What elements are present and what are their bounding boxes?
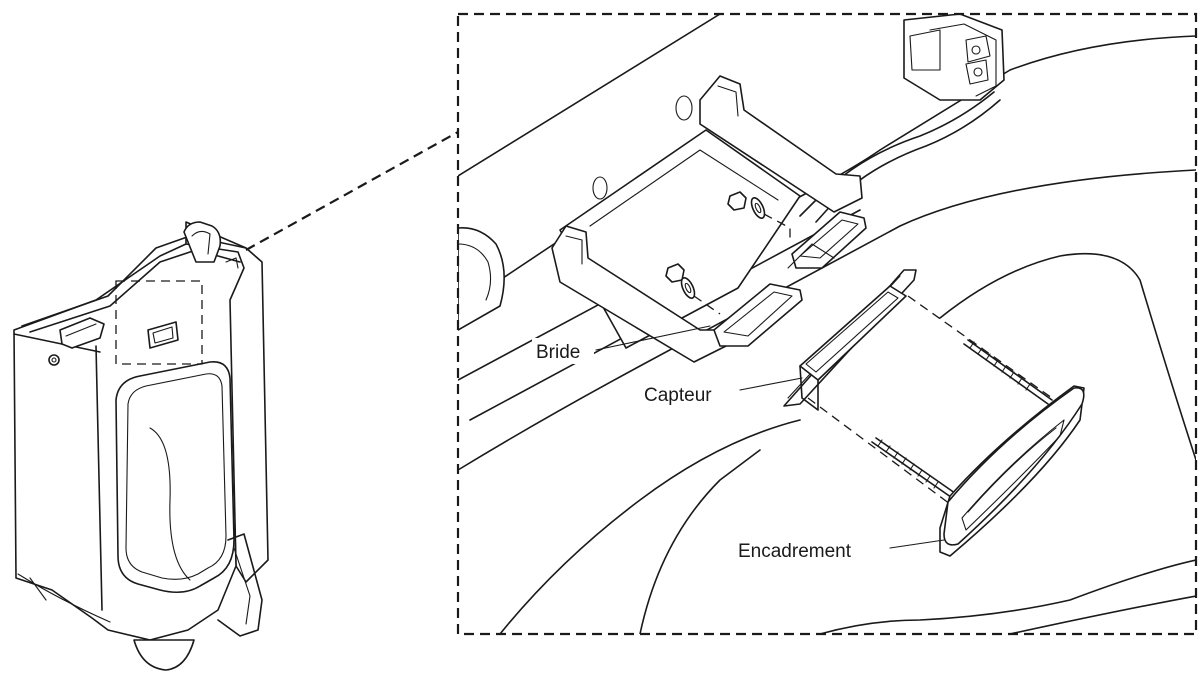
detail-view bbox=[458, 14, 1196, 634]
callout-bride-leader bbox=[595, 325, 711, 351]
callout-bride: Bride bbox=[532, 325, 711, 364]
detail-marker-box bbox=[115, 280, 203, 365]
callout-bride-label: Bride bbox=[536, 342, 580, 363]
callout-encadrement: Encadrement bbox=[734, 538, 945, 564]
callout-encadrement-leader bbox=[889, 539, 945, 549]
detail-frame bbox=[456, 12, 1198, 636]
detail-leader-line bbox=[245, 131, 459, 251]
callout-encadrement-label: Encadrement bbox=[738, 541, 852, 562]
device-overview bbox=[13, 221, 269, 671]
callout-capteur-label: Capteur bbox=[644, 385, 712, 406]
callout-capteur-leader bbox=[739, 377, 803, 391]
callout-capteur: Capteur bbox=[640, 377, 803, 408]
